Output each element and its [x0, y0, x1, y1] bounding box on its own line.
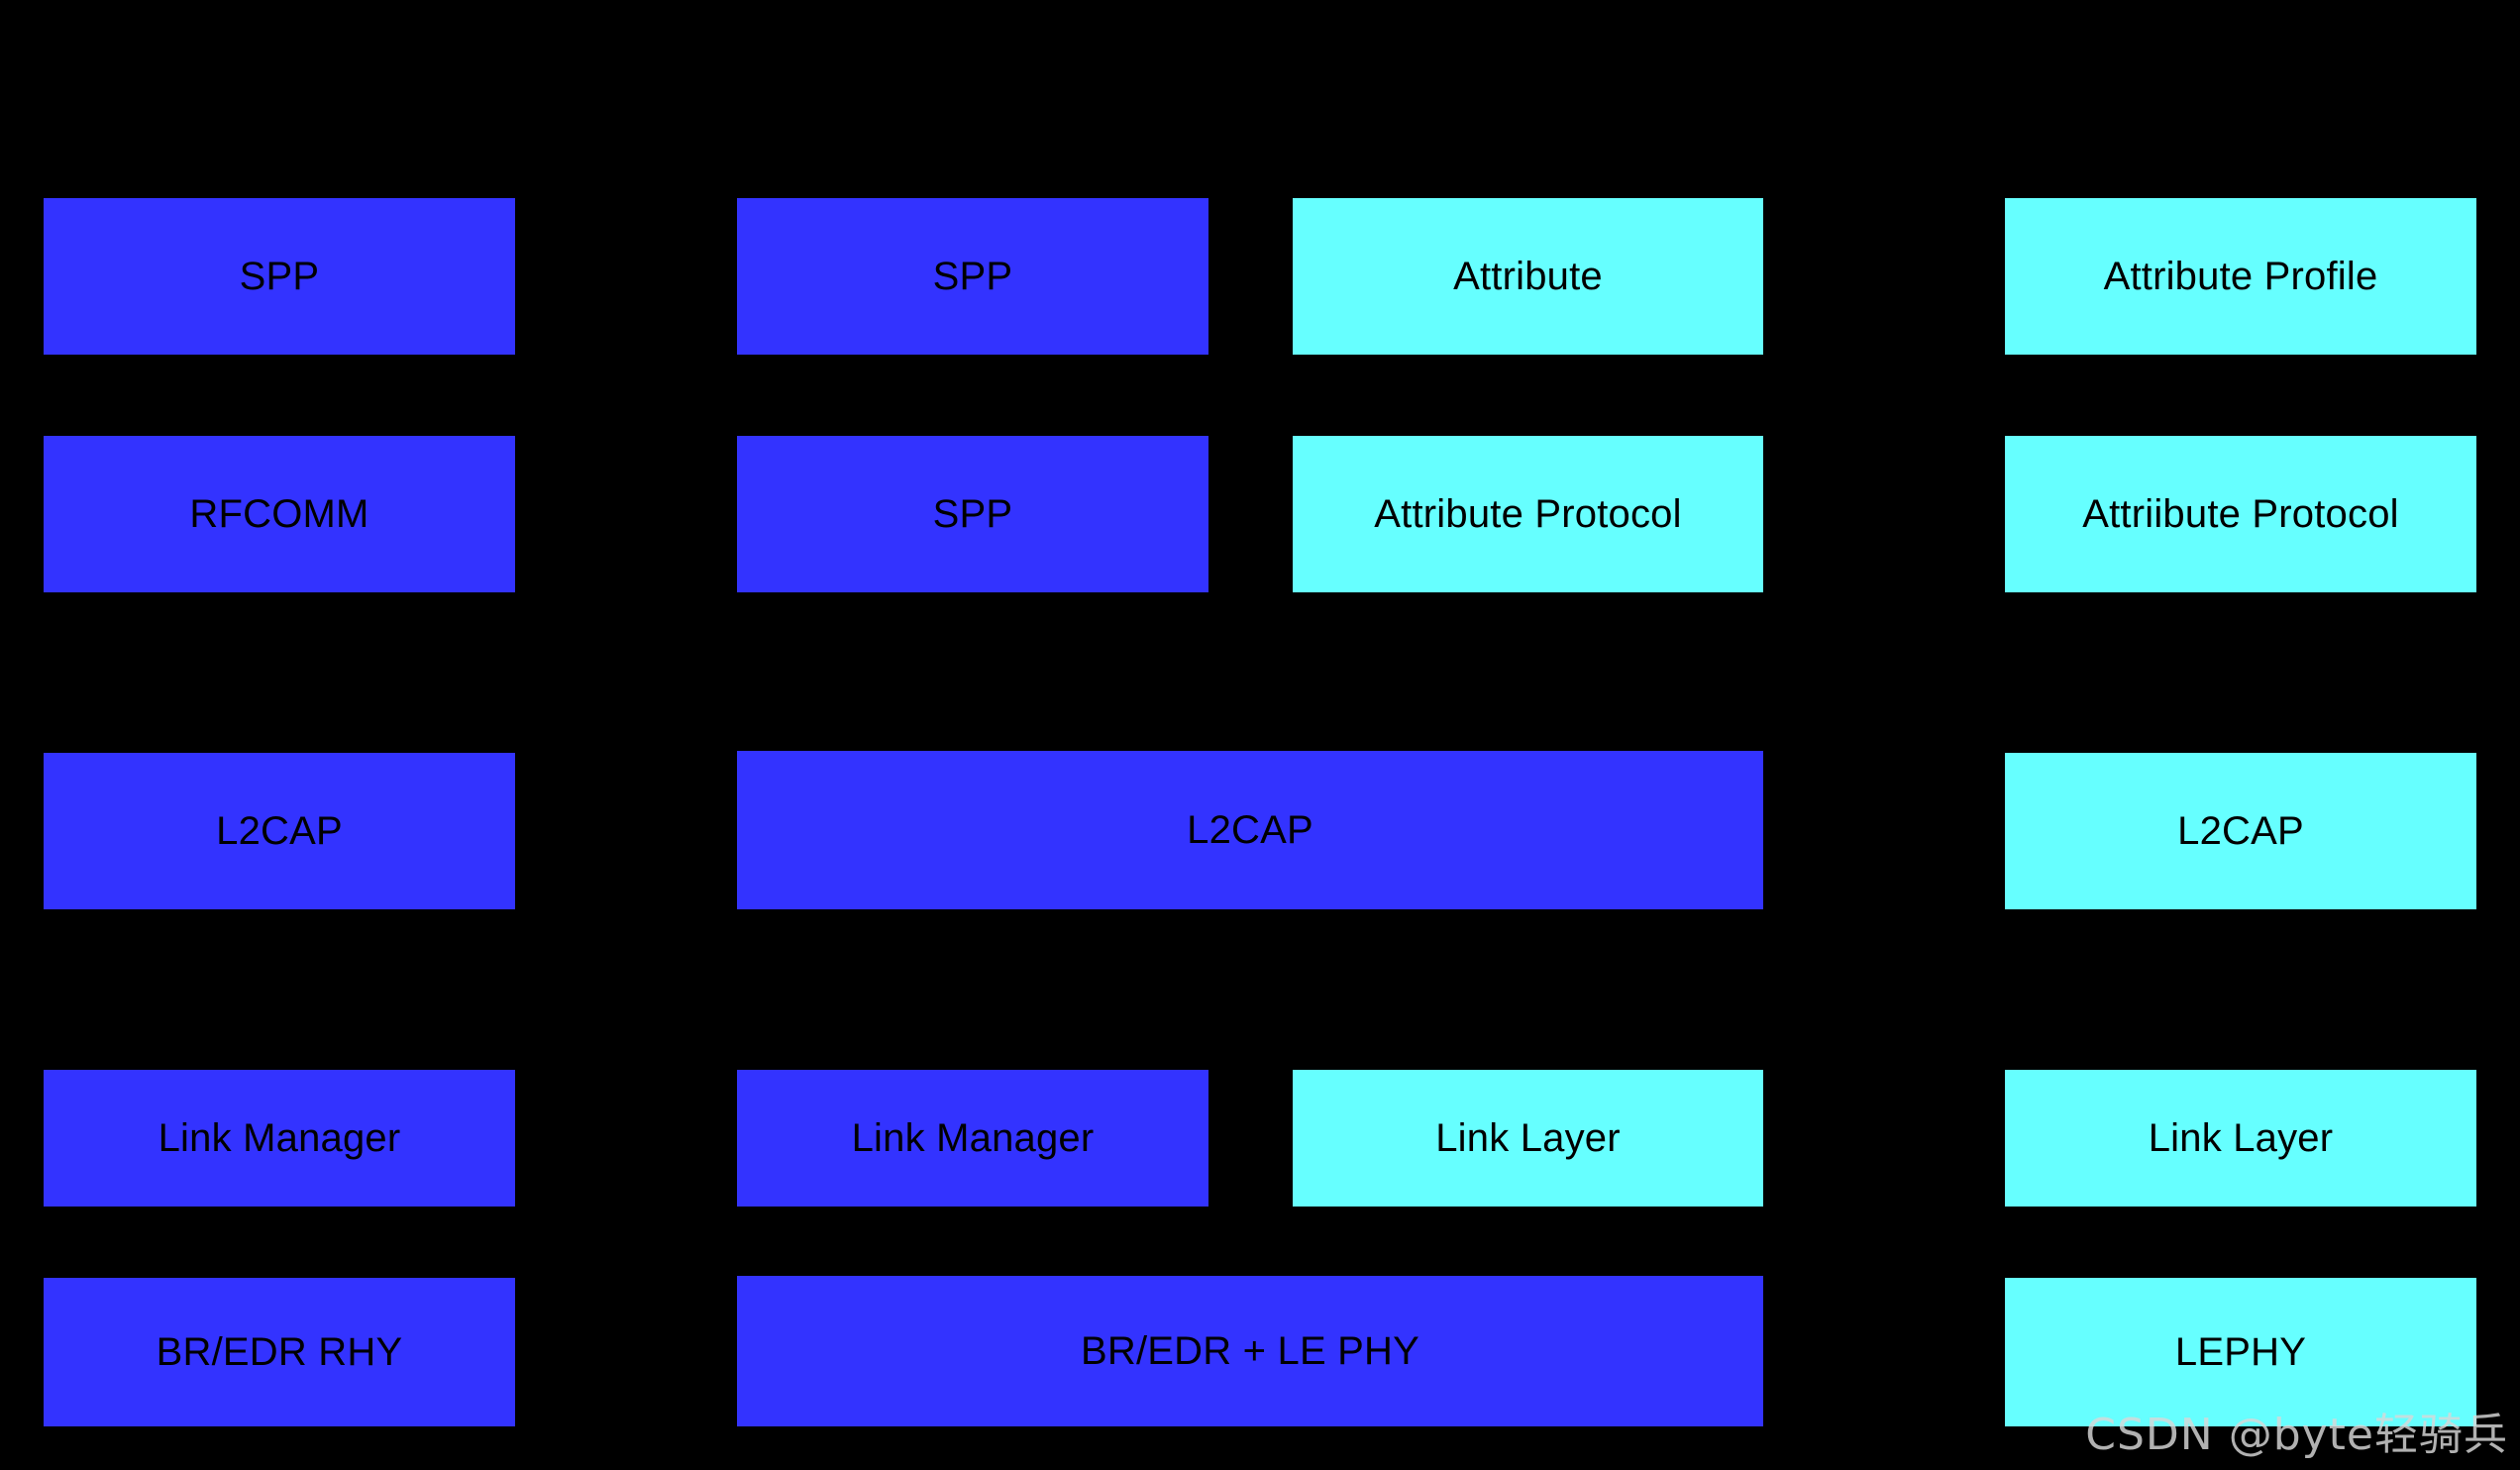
layer-block-b11: L2CAP [2005, 753, 2476, 909]
layer-block-b18: LEPHY [2005, 1278, 2476, 1426]
layer-block-b5: RFCOMM [44, 436, 515, 592]
layer-block-label: Link Manager [851, 1116, 1095, 1160]
layer-block-b2: SPP [737, 198, 1208, 355]
layer-block-b14: Link Layer [1293, 1070, 1763, 1207]
layer-block-b15: Link Layer [2005, 1070, 2476, 1207]
layer-block-b13: Link Manager [737, 1070, 1208, 1207]
layer-block-b1: SPP [44, 198, 515, 355]
layer-block-label: RFCOMM [189, 492, 369, 536]
layer-block-b9: L2CAP [44, 753, 515, 909]
layer-block-b10: L2CAP [737, 751, 1763, 909]
layer-block-label: SPP [932, 255, 1013, 298]
layer-block-b3: Attribute [1293, 198, 1763, 355]
layer-block-b8: Attriibute Protocol [2005, 436, 2476, 592]
layer-block-b16: BR/EDR RHY [44, 1278, 515, 1426]
layer-block-label: Attriibute Protocol [2082, 492, 2399, 536]
layer-block-b12: Link Manager [44, 1070, 515, 1207]
layer-block-label: BR/EDR + LE PHY [1080, 1329, 1419, 1373]
layer-block-label: Attribute Profile [2103, 255, 2378, 298]
layer-block-label: Link Layer [1435, 1116, 1621, 1160]
layer-block-b7: Attribute Protocol [1293, 436, 1763, 592]
layer-block-b4: Attribute Profile [2005, 198, 2476, 355]
layer-block-label: SPP [239, 255, 320, 298]
layer-block-b6: SPP [737, 436, 1208, 592]
layer-block-label: SPP [932, 492, 1013, 536]
layer-block-label: BR/EDR RHY [156, 1330, 403, 1374]
layer-block-label: L2CAP [1187, 808, 1313, 852]
layer-block-label: Link Layer [2148, 1116, 2334, 1160]
layer-block-label: L2CAP [2177, 809, 2304, 853]
layer-block-label: Attribute Protocol [1374, 492, 1682, 536]
layer-block-label: L2CAP [216, 809, 343, 853]
layer-block-b17: BR/EDR + LE PHY [737, 1276, 1763, 1426]
layer-block-label: LEPHY [2174, 1330, 2307, 1374]
layer-block-label: Link Manager [158, 1116, 401, 1160]
layer-block-label: Attribute [1453, 255, 1603, 298]
